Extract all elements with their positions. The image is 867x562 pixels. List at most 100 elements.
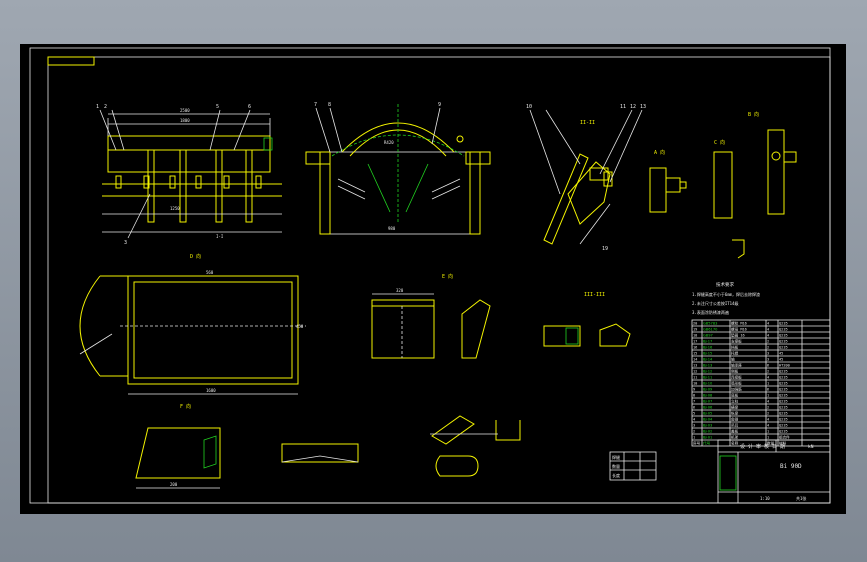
- bom-cell: 4: [767, 424, 769, 428]
- bom-cell: BJ-13: [703, 364, 712, 368]
- bom-cell: 轴承座: [731, 363, 742, 368]
- balloon-6: 6: [248, 104, 251, 110]
- bom-cell: 1: [693, 436, 695, 440]
- bom-cell: BJ-17: [703, 340, 712, 344]
- bom-cell: 2: [693, 430, 695, 434]
- bom-header-cell: 序号: [693, 441, 701, 446]
- bom-cell: GB5783: [703, 322, 717, 326]
- bom-cell: 3: [693, 424, 695, 428]
- bom-cell: 2: [767, 340, 769, 344]
- bom-cell: 6: [693, 406, 695, 410]
- bom-cell: 4: [767, 322, 769, 326]
- bom-cell: BJ-04: [703, 418, 713, 422]
- bom-cell: 11: [693, 376, 697, 380]
- title-block: 设 计 审 核 日 期 Bi 90D kN 1:10 共1张: [717, 439, 831, 504]
- dim-plan-top: 560: [206, 270, 214, 275]
- bom-cell: 3: [767, 352, 769, 356]
- label-view-d: D 向: [190, 253, 201, 260]
- side-view: R420 980 7 8 9: [305, 102, 491, 235]
- bom-cell: 18: [693, 334, 697, 338]
- bom-cell: 10: [693, 382, 697, 386]
- bom-cell: 1: [767, 430, 769, 434]
- bom-cell: 4: [767, 418, 769, 422]
- dim-plan-length: 1600: [206, 388, 216, 393]
- label-view-e: E 向: [442, 273, 453, 280]
- detail-bracket: B 向 C 向: [713, 111, 797, 259]
- bom-cell: 螺母 M16: [731, 327, 747, 332]
- cad-viewport[interactable]: 1800 2500 1250 I-I 1 2 5 6 3: [20, 44, 846, 514]
- weld-table-r1: 焊缝: [612, 454, 620, 460]
- bom-cell: Q235: [779, 406, 788, 410]
- bom-cell: 12: [693, 370, 697, 374]
- tech-notes: 技术要求 1.焊缝高度不小于6mm，焊后去除焊渣 2.未注尺寸公差按IT14级 …: [692, 281, 760, 315]
- bom-cell: 4: [767, 334, 769, 338]
- bom-cell: 4: [767, 328, 769, 332]
- bom-cell: Q235: [779, 400, 788, 404]
- bom-cell: Q235: [779, 376, 788, 380]
- balloon-11: 11: [620, 104, 626, 110]
- bom-cell: 角钢: [731, 417, 739, 422]
- tech-note-3: 3.表面涂防锈漆两遍: [692, 309, 729, 315]
- title-scale: 1:10: [760, 496, 770, 501]
- bom-cell: GB6170: [703, 328, 718, 332]
- bom-cell: 2: [767, 412, 769, 416]
- title-drawing-name: Bi 90D: [780, 463, 802, 470]
- label-view-c: C 向: [714, 139, 725, 146]
- bom-cell: 支撑板: [731, 339, 742, 344]
- bom-cell: 弧形板: [731, 381, 742, 386]
- balloon-3: 3: [124, 240, 127, 246]
- label-view-a: A 向: [654, 149, 665, 156]
- bom-header-cell: 材料: [779, 441, 787, 446]
- label-view-b: B 向: [748, 111, 759, 118]
- balloon-13: 13: [640, 104, 646, 110]
- balloon-10: 10: [526, 104, 532, 110]
- bom-cell: 5: [693, 412, 695, 416]
- bom-cell: BJ-12: [703, 370, 712, 374]
- bom-cell: BJ-07: [703, 400, 712, 404]
- bom-cell: Q235: [779, 322, 788, 326]
- tech-note-1: 1.焊缝高度不小于6mm，焊后去除焊渣: [692, 291, 760, 297]
- bom-cell: BJ-09: [703, 388, 713, 392]
- bom-cell: Q235: [779, 328, 788, 332]
- bom-cell: BJ-15: [703, 352, 712, 356]
- bom-cell: 垫圈 16: [731, 333, 745, 338]
- bom-cell: 13: [693, 364, 697, 368]
- bom-header-cell: 代号: [703, 441, 711, 446]
- weld-table-r2: 数量: [612, 463, 620, 469]
- detail-hook: [430, 415, 521, 477]
- bom-cell: 盖板: [731, 429, 739, 434]
- bom-cell: 4: [767, 376, 769, 380]
- bom-cell: BJ-03: [703, 424, 712, 428]
- bom-cell: BJ-08: [703, 394, 713, 398]
- dim-side-width: 980: [388, 226, 396, 231]
- label-view-f: F 向: [180, 403, 191, 410]
- bom-cell: Q235: [779, 340, 788, 344]
- bom-cell: 7: [693, 400, 695, 404]
- bom-cell: 2: [767, 406, 769, 410]
- bom-cell: 轴: [731, 357, 735, 362]
- dim-front-base: 1250: [170, 206, 180, 211]
- label-section-3: III-III: [584, 292, 605, 298]
- bom-cell: 侧板: [731, 369, 739, 374]
- dim-arc-radius: R420: [384, 140, 394, 145]
- label-section-2: II-II: [580, 120, 595, 126]
- bom-cell: 4: [693, 418, 695, 422]
- bom-cell: Q235: [779, 346, 788, 350]
- bom-cell: 横梁: [731, 405, 739, 410]
- bom-cell: GB97: [703, 334, 713, 338]
- bom-cell: 45: [779, 358, 783, 362]
- bom-cell: 托辊: [731, 351, 739, 356]
- balloon-2: 2: [104, 104, 107, 110]
- bom-cell: 1: [767, 436, 769, 440]
- tech-notes-heading: 技术要求: [716, 281, 734, 288]
- bom-cell: Q235: [779, 430, 788, 434]
- bom-cell: 加强筋: [731, 387, 742, 392]
- bom-cell: BJ-16: [703, 346, 713, 350]
- tech-note-2: 2.未注尺寸公差按IT14级: [692, 300, 738, 306]
- bom-cell: BJ-06: [703, 406, 713, 410]
- bom-cell: BJ-14: [703, 358, 713, 362]
- bom-cell: 14: [693, 358, 697, 362]
- bom-cell: 3: [767, 358, 769, 362]
- balloon-1: 1: [96, 104, 99, 110]
